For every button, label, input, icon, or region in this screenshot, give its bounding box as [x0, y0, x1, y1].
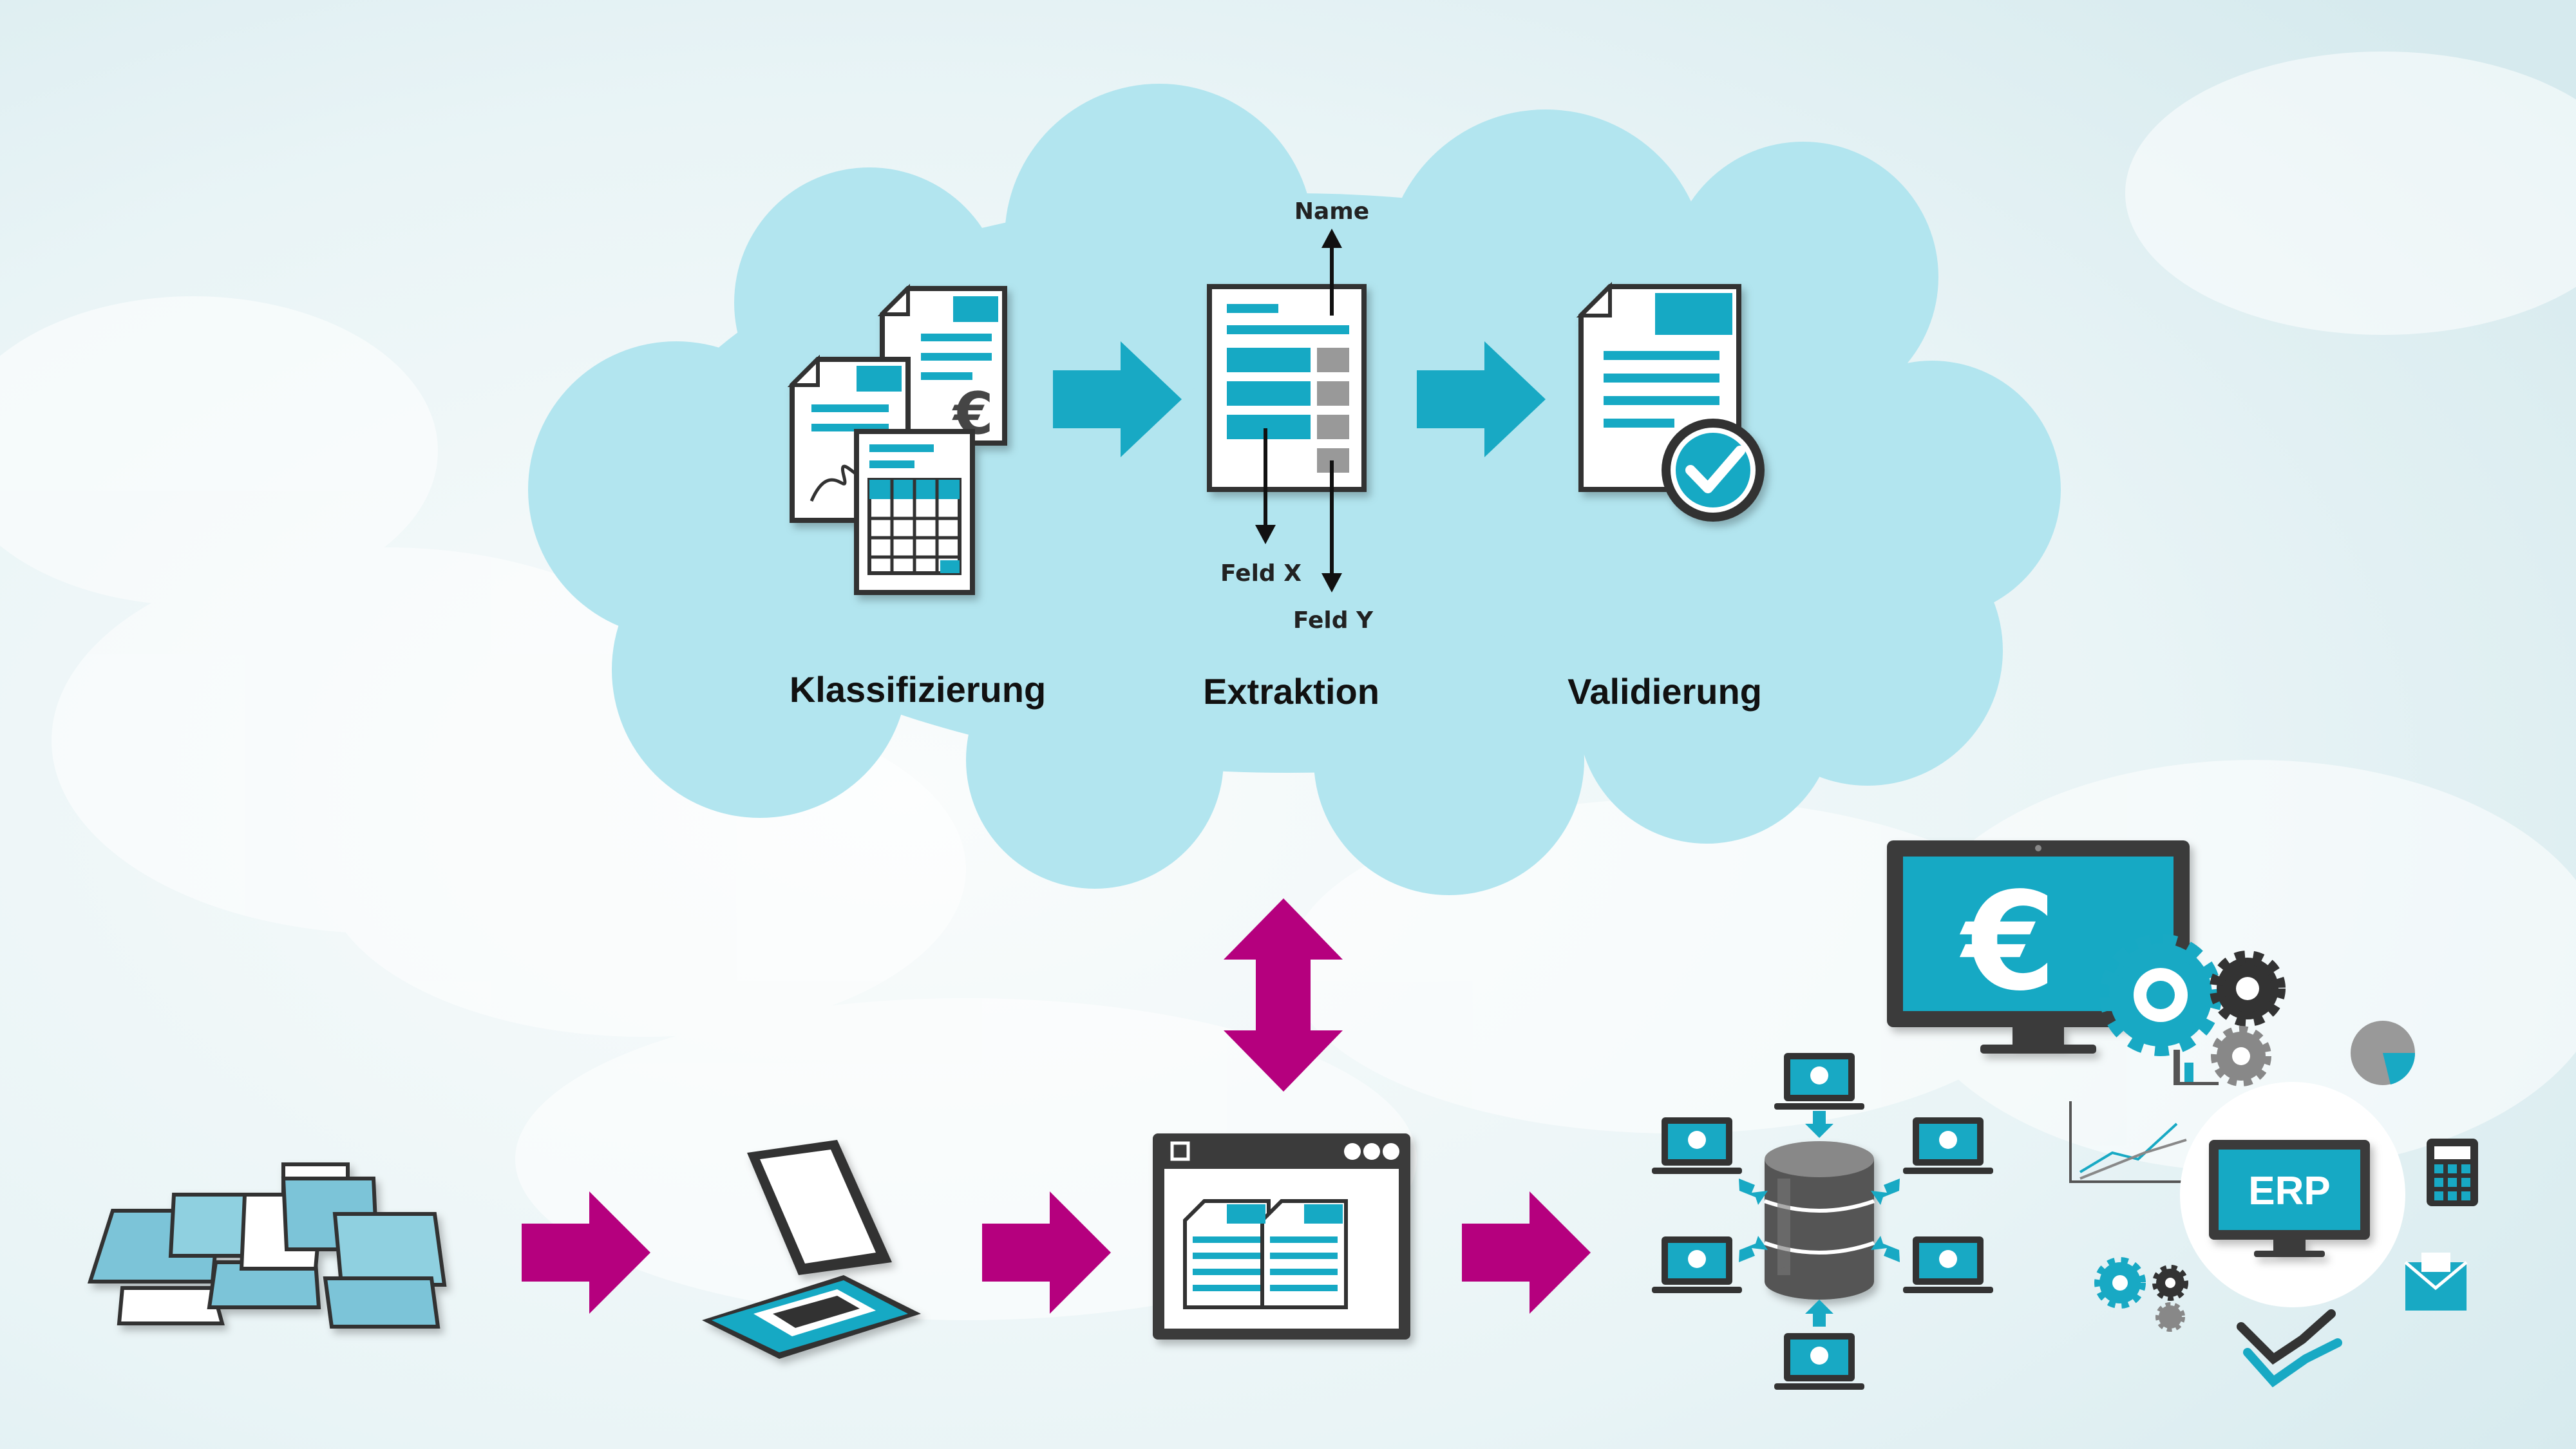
pie-chart-icon: [2351, 1021, 2416, 1085]
step-label-validierung: Validierung: [1567, 671, 1762, 712]
bar-chart-icon: [2174, 1050, 2219, 1085]
magenta-arrow-2: [982, 1191, 1111, 1314]
calculator-icon: [2427, 1139, 2478, 1206]
cyan-arrow-2: [1417, 341, 1546, 457]
euro-symbol: €: [1960, 863, 2056, 1021]
line-chart-icon: [2069, 1101, 2190, 1183]
document-extraction-icon: Name Feld X Feld Y: [1207, 198, 1374, 634]
gears-icon: [2099, 934, 2286, 1086]
magenta-arrow-3: [1462, 1191, 1591, 1314]
magenta-double-arrow: [1224, 898, 1343, 1092]
magenta-arrow-1: [522, 1191, 650, 1314]
database-icon: [1764, 1141, 1875, 1300]
application-window-icon: [1153, 1133, 1410, 1340]
small-gears-icon: [2094, 1257, 2188, 1332]
field-name-label: Name: [1294, 198, 1369, 225]
step-label-klassifizierung: Klassifizierung: [790, 669, 1046, 710]
database-network-icon: [1652, 1053, 1993, 1390]
paper-stack-icon: [87, 1162, 447, 1329]
document-check-icon: [1576, 281, 1765, 522]
field-x-label: Feld X: [1220, 560, 1302, 587]
connector-arrows: [1739, 1111, 1900, 1327]
erp-icon: €: [1887, 840, 2478, 1388]
erp-label: ERP: [2248, 1169, 2330, 1213]
laptop-icons: [1652, 1053, 1993, 1390]
handshake-icon: [2237, 1309, 2342, 1388]
field-y-label: Feld Y: [1293, 607, 1374, 634]
step-label-extraktion: Extraktion: [1203, 671, 1379, 712]
document-stack-icon: €: [787, 283, 1007, 595]
scanner-icon: [702, 1140, 921, 1359]
envelope-icon: [2404, 1253, 2468, 1311]
erp-monitor-icon: ERP: [2209, 1140, 2370, 1257]
cyan-arrow-1: [1053, 341, 1182, 457]
